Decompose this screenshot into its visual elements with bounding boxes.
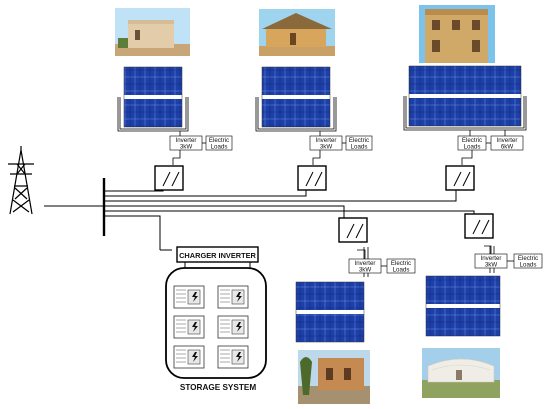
storage-system-label: STORAGE SYSTEM <box>180 383 256 392</box>
photo-building-3 <box>419 5 495 63</box>
house-2-labels: Inverter 3kW Electric Loads <box>309 135 373 151</box>
switch-1 <box>154 165 184 191</box>
inverter-label-2: Inverter <box>316 137 337 144</box>
inverter-label-1: Inverter <box>176 137 197 144</box>
solar-array-1 <box>123 66 183 128</box>
photo-building-4 <box>298 350 370 404</box>
loads-sub-5: Loads <box>520 262 537 269</box>
house-3-labels: Electric Loads Inverter 6kW <box>457 135 524 151</box>
solar-array-2 <box>261 66 331 128</box>
loads-sub-4: Loads <box>393 267 410 274</box>
loads-label-1: Electric <box>209 137 229 144</box>
switch-3 <box>445 165 475 191</box>
photo-building-2 <box>259 9 335 56</box>
ac-wiring <box>172 142 514 267</box>
inverter-rating-4: 3kW <box>359 267 372 274</box>
photo-building-1 <box>115 8 190 56</box>
loads-sub-2: Loads <box>351 144 368 151</box>
inverter-rating-5: 3kW <box>485 262 498 269</box>
inverter-rating-1: 3kW <box>180 144 193 151</box>
switch-2 <box>297 165 327 191</box>
switch-5 <box>464 213 494 239</box>
inverter-rating-2: 3kW <box>320 144 333 151</box>
house-1-labels: Inverter 3kW Electric Loads <box>169 135 233 151</box>
loads-sub-3: Loads <box>464 144 481 151</box>
loads-sub-1: Loads <box>211 144 228 151</box>
charger-wiring <box>184 262 251 268</box>
solar-array-5 <box>425 275 501 337</box>
storage-system-icon <box>165 267 267 379</box>
solar-array-3 <box>408 65 522 127</box>
charger-inverter-label: CHARGER INVERTER <box>179 251 256 260</box>
loads-label-2: Electric <box>349 137 369 144</box>
loads-label-4: Electric <box>391 260 411 267</box>
switch-4 <box>338 217 368 243</box>
house-5-labels: Inverter 3kW Electric Loads <box>474 253 543 269</box>
charger-inverter-box <box>176 246 259 263</box>
pylon-icon <box>8 146 34 215</box>
inverter-label-3: Inverter <box>497 137 518 144</box>
distribution-lines <box>44 178 475 251</box>
inverter-label-4: Inverter <box>355 260 376 267</box>
inverter-rating-3: 6kW <box>501 144 514 151</box>
solar-array-4 <box>295 281 365 343</box>
house-4-labels: Inverter 3kW Electric Loads <box>348 258 416 274</box>
loads-label-3: Electric <box>462 137 482 144</box>
inverter-label-5: Inverter <box>481 255 502 262</box>
loads-label-5: Electric <box>518 255 538 262</box>
photo-building-5 <box>422 348 500 398</box>
